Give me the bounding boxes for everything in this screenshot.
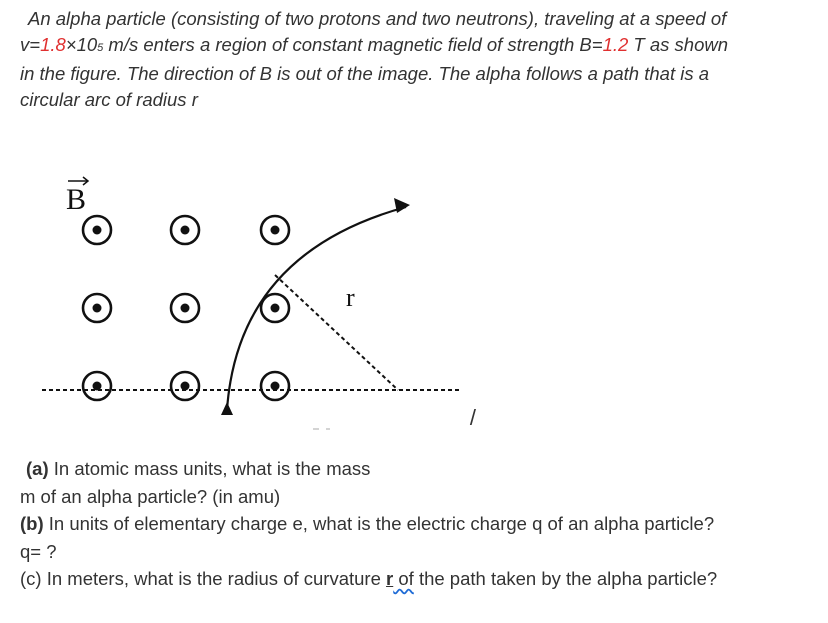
radius-dashed-line xyxy=(274,274,399,391)
speed-unit: m/s xyxy=(103,34,139,55)
speed-prefix: v= xyxy=(20,34,41,55)
problem-statement: An alpha particle (consisting of two pro… xyxy=(20,6,820,113)
entry-arrow-icon xyxy=(221,402,233,415)
field-text: enters a region of constant magnetic fie… xyxy=(138,34,603,55)
question-c-line: (c) In meters, what is the radius of cur… xyxy=(20,565,820,593)
question-a-tag: (a) xyxy=(26,458,49,479)
intro-line-2: v=1.8×105 m/s enters a region of constan… xyxy=(20,32,820,61)
field-dot-icon xyxy=(169,292,201,324)
intro-line-4: circular arc of radius r xyxy=(20,89,198,110)
radius-label: r xyxy=(346,283,355,312)
field-value: 1.2 xyxy=(602,34,629,55)
field-dot-icon xyxy=(259,370,291,402)
question-a-line-2: m of an alpha particle? (in amu) xyxy=(20,485,281,507)
field-dot-icon xyxy=(169,214,201,246)
question-c-rest: the path taken by the alpha particle? xyxy=(413,568,718,589)
stray-mark: / xyxy=(470,405,477,430)
intro-line-3: in the figure. The direction of B is out… xyxy=(20,63,710,84)
question-b-line-1: (b) In units of elementary charge e, wha… xyxy=(20,510,820,538)
question-c-text: (c) In meters, what is the radius of cur… xyxy=(20,568,387,589)
field-dot-icon xyxy=(81,214,113,246)
speed-coefficient: 1.8 xyxy=(40,34,66,55)
field-dot-icon xyxy=(169,370,201,402)
field-dot-icon xyxy=(81,292,113,324)
b-vector-arrow-icon xyxy=(68,176,90,186)
question-list: (a) In atomic mass units, what is the ma… xyxy=(20,455,820,593)
field-dot-icon xyxy=(259,292,291,324)
path-end-arrow-icon xyxy=(394,198,410,213)
particle-path-arc xyxy=(225,205,407,411)
question-a-line-1: (a) In atomic mass units, what is the ma… xyxy=(20,455,820,483)
field-dot-icon xyxy=(81,370,113,402)
figure-svg: B r / xyxy=(42,176,477,430)
spellcheck-word: of xyxy=(393,568,414,589)
question-b-line-2: q= ? xyxy=(20,540,57,562)
field-out-of-page-icons xyxy=(81,214,291,402)
magnetic-field-figure: B r / xyxy=(30,165,480,430)
question-a-text: In atomic mass units, what is the mass xyxy=(48,458,371,479)
field-suffix: T as shown xyxy=(628,34,729,55)
intro-line-1: An alpha particle (consisting of two pro… xyxy=(28,8,727,29)
speed-exponent: 5 xyxy=(97,42,104,54)
field-dot-icon xyxy=(259,214,291,246)
question-b-tag: (b) xyxy=(20,513,44,534)
question-b-text: In units of elementary charge e, what is… xyxy=(43,513,715,534)
b-field-label: B xyxy=(66,183,86,216)
speed-times: ×10 xyxy=(65,34,98,55)
radius-variable: r xyxy=(386,568,394,589)
